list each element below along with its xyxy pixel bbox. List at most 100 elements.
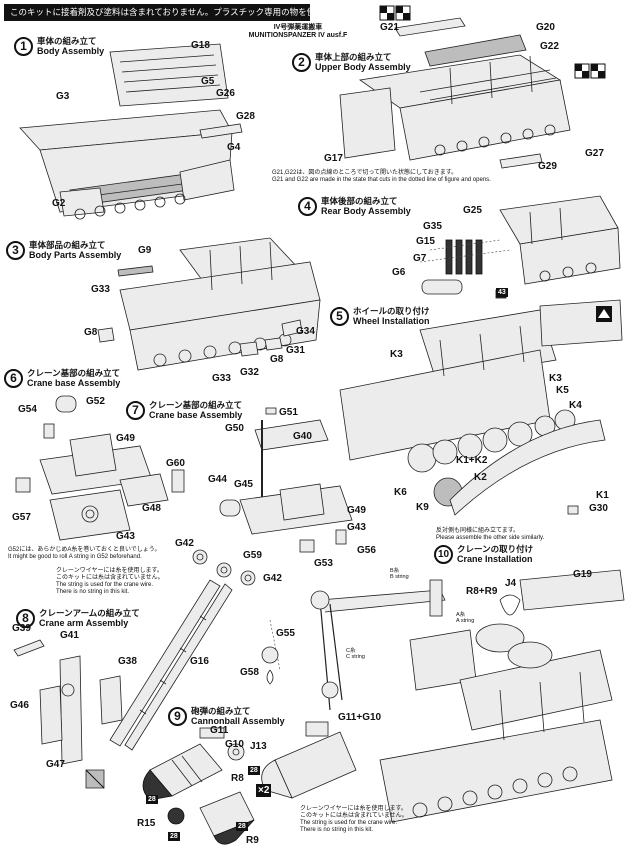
part-label-g59: G59 [243, 550, 262, 561]
c-string-ja: C糸 [346, 648, 356, 654]
part-label-g2: G2 [52, 198, 66, 209]
part-label-j4: J4 [505, 578, 517, 589]
crane-base-drawing-b [219, 407, 353, 553]
part-label-g16: G16 [190, 656, 209, 667]
crane-wire-bottom-en1: The string is used for the crane wire. [300, 820, 398, 826]
part-label-g15: G15 [416, 236, 435, 247]
step-8-number: 8 [16, 608, 35, 628]
sprue-28-b: 28 [146, 795, 158, 804]
sprue-28-d: 28 [236, 822, 248, 831]
part-label-g51: G51 [279, 407, 298, 418]
part-label-g5: G5 [201, 76, 215, 87]
part-label-g46: G46 [10, 700, 29, 711]
step-7-title-ja: クレーン基部の組み立て [149, 400, 243, 410]
part-label-g56: G56 [357, 545, 376, 556]
step-10-title-en: Crane Installation [457, 554, 533, 564]
step-9-title-ja: 砲弾の組み立て [191, 706, 251, 716]
part-label-g34: G34 [296, 326, 315, 337]
part-label-g49-left: G49 [116, 433, 135, 444]
step-6-title-ja: クレーン基部の組み立て [27, 368, 121, 378]
part-label-k3-upper: K3 [390, 349, 403, 360]
part-label-g25: G25 [463, 205, 482, 216]
part-label-g29: G29 [538, 161, 557, 172]
part-label-g9: G9 [138, 245, 152, 256]
part-label-r15: R15 [137, 818, 156, 829]
part-label-g3: G3 [56, 91, 70, 102]
part-label-g27: G27 [585, 148, 604, 159]
part-label-g10: G10 [225, 739, 244, 750]
part-label-g52: G52 [86, 396, 105, 407]
part-label-g44: G44 [208, 474, 227, 485]
step-10-title-ja: クレーンの取り付け [457, 544, 534, 554]
part-label-g53: G53 [314, 558, 333, 569]
other-side-note: 反対側も同様に組み立てます。 Please assemble the other… [436, 528, 544, 542]
small-wheels-drawing [192, 549, 256, 586]
step-10-number: 10 [434, 544, 453, 564]
crane-base-drawing-a [15, 395, 185, 541]
a-string-en: A string [456, 618, 475, 624]
step-2-note-ja: G21,G22は、図の点線のところで切って開いた状態にしておきます。 [272, 170, 458, 176]
part-label-k1: K1 [596, 490, 609, 501]
crane-wire-top-ja2: このキットには糸は含まれていません。 [56, 575, 164, 581]
quantity-x2-badge: ×2 [256, 784, 272, 797]
step-7-title-en: Crane base Assembly [149, 410, 243, 420]
part-label-g22: G22 [540, 41, 559, 52]
part-label-g33-lower: G33 [212, 373, 231, 384]
part-label-g20: G20 [536, 22, 555, 33]
rear-body-drawing [419, 195, 621, 299]
part-label-g38: G38 [118, 656, 137, 667]
part-label-g41: G41 [60, 630, 79, 641]
part-label-g48: G48 [142, 503, 161, 514]
step-8-title-en: Crane arm Assembly [39, 618, 129, 628]
crane-installation-drawing [310, 569, 625, 823]
part-label-k9: K9 [416, 502, 429, 513]
part-label-g17: G17 [324, 153, 343, 164]
crane-wire-note-bottom: クレーンワイヤーには糸を使用します。 このキットには糸は含まれていません。 Th… [300, 806, 408, 834]
part-label-g8-left: G8 [84, 327, 98, 338]
step-3-title-ja: 車体部品の組み立て [29, 240, 106, 250]
crane-wire-bottom-en2: There is no string in this kit. [300, 827, 374, 833]
step-1-number: 1 [14, 36, 33, 56]
part-label-g43-right: G43 [347, 522, 366, 533]
c-string-en: C string [346, 654, 365, 660]
other-side-note-en: Please assemble the other side similarly… [436, 535, 545, 541]
part-label-g33-upper: G33 [91, 284, 110, 295]
sprue-28-a: 28 [248, 766, 260, 775]
part-label-g42-lower: G42 [263, 573, 282, 584]
part-label-r9: R9 [246, 835, 259, 846]
part-label-g8-right: G8 [270, 354, 284, 365]
model-subtitle: IV号弾薬運搬車 MUNITIONSPANZER IV ausf.F [218, 24, 378, 40]
part-label-g6: G6 [392, 267, 406, 278]
g52-note-en: It might be good to roll A string in G52… [8, 554, 142, 560]
part-label-g43-left: G43 [116, 531, 135, 542]
part-label-g11: G11 [210, 725, 229, 736]
part-label-g11-g10: G11+G10 [338, 712, 382, 723]
step-2-note: G21,G22は、図の点線のところで切って開いた状態にしておきます。 G21 a… [272, 170, 491, 184]
part-label-g35: G35 [423, 221, 442, 232]
step-7-number: 7 [126, 400, 145, 420]
body-assembly-drawing [19, 43, 243, 220]
part-label-g32: G32 [240, 367, 259, 378]
part-label-g28: G28 [236, 111, 255, 122]
part-label-g50: G50 [225, 423, 244, 434]
b-string-label: B糸 B string [390, 566, 409, 580]
a-string-label: A糸 A string [456, 610, 474, 624]
part-label-g19: G19 [573, 569, 592, 580]
step-5-title-en: Wheel Installation [353, 316, 430, 326]
part-label-g55: G55 [276, 628, 295, 639]
part-label-g54: G54 [18, 404, 37, 415]
part-label-g47: G47 [46, 759, 65, 770]
g52-note: G52には、あらかじめA糸を巻いておくと良いでしょう。 It might be … [8, 547, 160, 561]
part-label-r8: R8 [231, 773, 244, 784]
step-2-number: 2 [292, 52, 311, 72]
step-9-title-en: Cannonball Assembly [191, 716, 285, 726]
c-string-label: C糸 C string [346, 646, 365, 660]
part-label-k6: K6 [394, 487, 407, 498]
